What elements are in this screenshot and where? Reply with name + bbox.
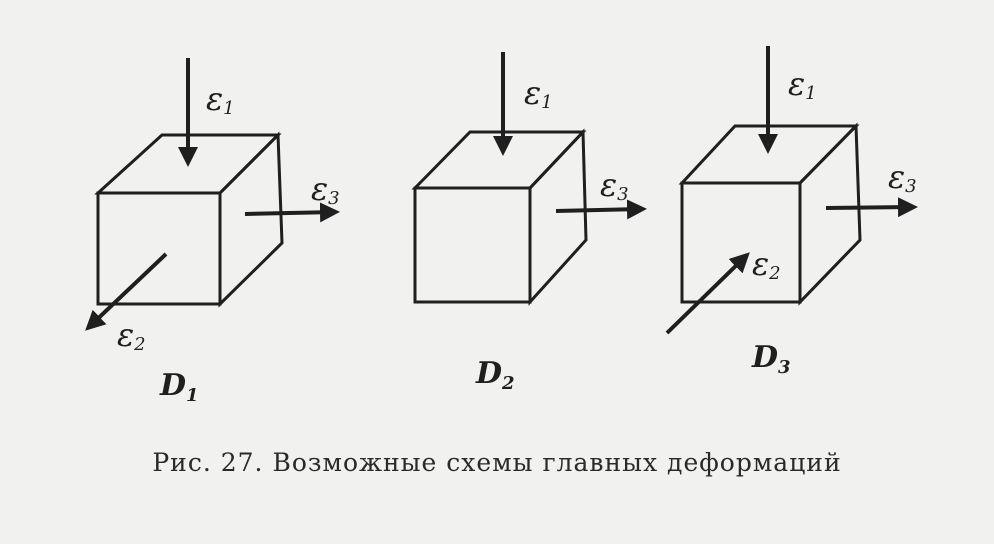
arrow-e3-d2 xyxy=(555,199,647,220)
label-scheme-d1: D1 xyxy=(159,368,199,406)
arrow-e2-d1 xyxy=(85,252,168,331)
cube-d2-front-face xyxy=(413,186,532,304)
cube-d1-front-face xyxy=(96,191,222,306)
cube-d3-front-face xyxy=(680,181,802,304)
arrow-e3-d1 xyxy=(244,202,340,223)
cube-d1-side-face xyxy=(218,131,284,308)
arrow-e3-d3 xyxy=(825,197,918,218)
label-e1-d2: ε1 xyxy=(524,74,553,113)
cube-d2-side-face xyxy=(528,128,588,306)
label-scheme-d3: D3 xyxy=(751,340,791,378)
label-e2-d3: ε2 xyxy=(752,245,781,284)
label-e3-d1: ε3 xyxy=(311,170,340,209)
cube-d3-side-face xyxy=(798,122,862,306)
label-e3-d3: ε3 xyxy=(888,158,917,197)
scheme-d3 xyxy=(665,46,918,335)
figure-caption: Рис. 27. Возможные схемы главных деформа… xyxy=(152,448,842,477)
label-e2-d1: ε2 xyxy=(117,316,146,355)
labels-d2: ε1 ε3 D2 xyxy=(475,74,629,394)
label-e1-d3: ε1 xyxy=(788,65,817,104)
labels-d1: ε1 ε3 ε2 D1 xyxy=(117,80,340,406)
arrow-e2-d3 xyxy=(665,252,750,335)
label-scheme-d2: D2 xyxy=(475,356,515,394)
labels-d3: ε1 ε3 ε2 D3 xyxy=(751,65,917,378)
label-e3-d2: ε3 xyxy=(600,166,629,205)
scheme-d1 xyxy=(85,58,340,331)
scheme-d2 xyxy=(411,52,647,306)
label-e1-d1: ε1 xyxy=(206,80,235,119)
